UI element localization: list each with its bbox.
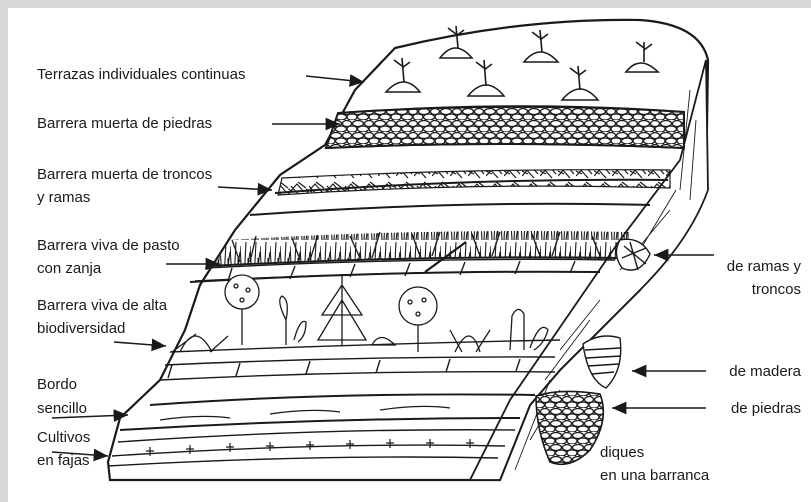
label-cultivos-2: en fajas bbox=[37, 450, 90, 472]
check-dam-wood bbox=[583, 336, 621, 388]
label-terrazas: Terrazas individuales continuas bbox=[37, 64, 245, 86]
label-barrera-piedras: Barrera muerta de piedras bbox=[37, 113, 212, 135]
label-barrera-pasto-1: Barrera viva de pasto bbox=[37, 235, 180, 257]
label-barrera-troncos-1: Barrera muerta de troncos bbox=[37, 164, 212, 186]
label-ramas-1: de ramas y bbox=[727, 256, 801, 278]
stone-wall bbox=[326, 107, 684, 148]
label-diques-1: diques bbox=[600, 442, 644, 464]
check-dam-stones bbox=[536, 391, 603, 464]
label-madera: de madera bbox=[729, 361, 801, 383]
label-barrera-pasto-2: con zanja bbox=[37, 258, 101, 280]
label-bordo-1: Bordo bbox=[37, 374, 77, 396]
label-barrera-alta-1: Barrera viva de alta bbox=[37, 295, 167, 317]
label-ramas-2: troncos bbox=[752, 279, 801, 301]
label-barrera-troncos-2: y ramas bbox=[37, 187, 90, 209]
label-barrera-alta-2: biodiversidad bbox=[37, 318, 125, 340]
label-cultivos-1: Cultivos bbox=[37, 427, 90, 449]
label-diques-2: en una barranca bbox=[600, 465, 709, 487]
label-piedras: de piedras bbox=[731, 398, 801, 420]
label-bordo-2: sencillo bbox=[37, 398, 87, 420]
